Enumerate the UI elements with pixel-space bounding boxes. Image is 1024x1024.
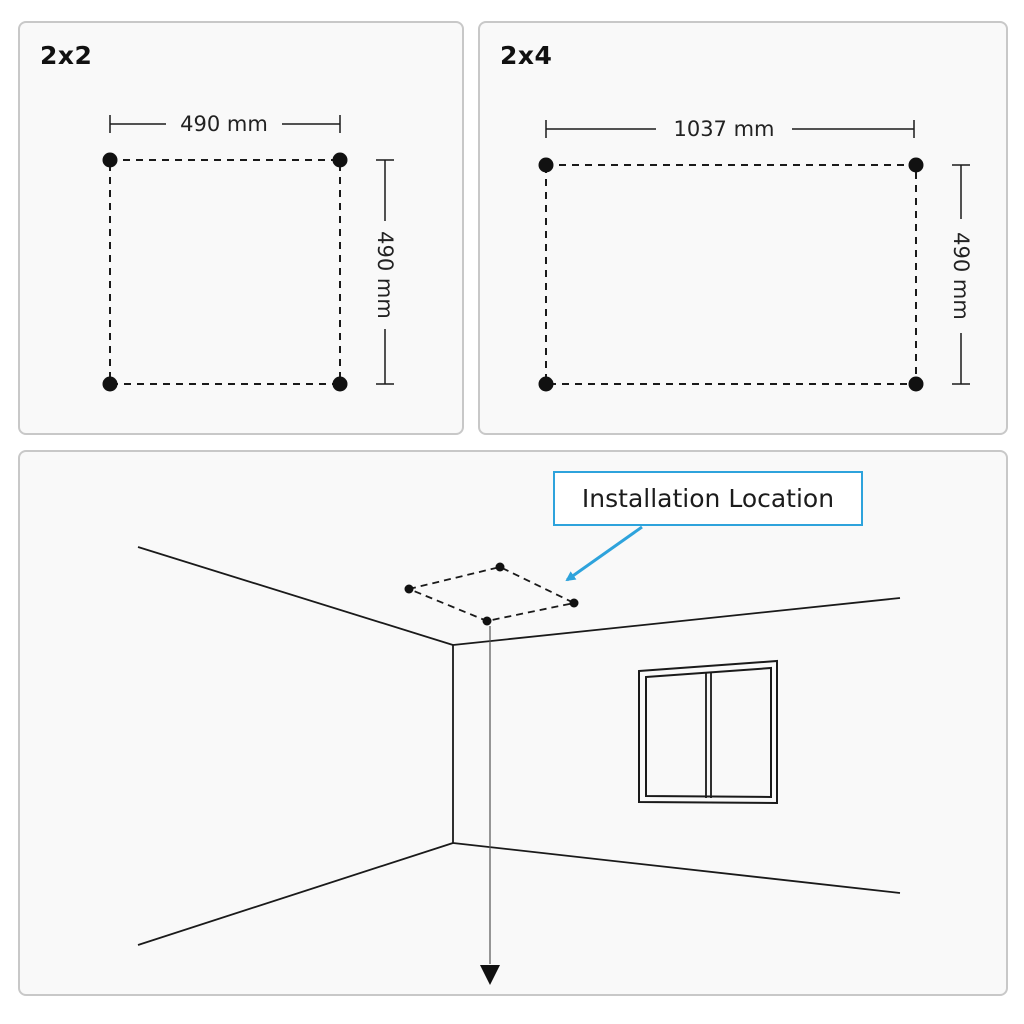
layout-2x2-width-dimension bbox=[109, 115, 341, 133]
layout-2x4-width-dimension bbox=[545, 120, 915, 138]
installation-callout-label: Installation Location bbox=[582, 484, 834, 513]
room-outline bbox=[137, 546, 901, 946]
ceiling-install-outline bbox=[406, 566, 577, 622]
ceiling-mount-point-right bbox=[569, 598, 579, 608]
layout-2x2-outline bbox=[109, 159, 341, 385]
callout-arrow-icon bbox=[565, 525, 643, 582]
ceiling-mount-point-bottom bbox=[482, 616, 492, 626]
mount-point-top-left bbox=[538, 157, 554, 173]
layout-2x4-title: 2x4 bbox=[500, 41, 553, 70]
mount-point-top-left bbox=[102, 152, 118, 168]
mount-point-bottom-right bbox=[332, 376, 348, 392]
room-installation-panel: Installation Location bbox=[18, 450, 1008, 996]
layout-2x4-width-label: 1037 mm bbox=[673, 117, 774, 141]
mount-point-bottom-left bbox=[538, 376, 554, 392]
mount-point-bottom-right bbox=[908, 376, 924, 392]
mount-point-top-right bbox=[908, 157, 924, 173]
floor-right-edge bbox=[452, 842, 901, 894]
floor-left-edge bbox=[137, 842, 454, 946]
layout-2x2-title: 2x2 bbox=[40, 41, 93, 70]
ceiling-mount-point-left bbox=[404, 584, 414, 594]
down-arrow-icon bbox=[480, 965, 500, 985]
layout-2x4-diagram: 1037 mm 490 mm bbox=[538, 117, 973, 392]
installation-callout-box bbox=[553, 471, 863, 526]
window bbox=[638, 659, 778, 805]
ceiling-left-edge bbox=[137, 546, 454, 646]
ceiling-right-edge bbox=[452, 597, 901, 646]
mount-point-top-right bbox=[332, 152, 348, 168]
mount-point-bottom-left bbox=[102, 376, 118, 392]
layout-2x2-height-dimension bbox=[376, 159, 394, 385]
window-outer-frame bbox=[638, 659, 778, 805]
layout-2x4-height-dimension bbox=[952, 164, 970, 385]
layout-2x4-height-label: 490 mm bbox=[949, 232, 973, 320]
layout-2x2-diagram: 490 mm 490 mm bbox=[102, 112, 397, 392]
room-diagram: Installation Location bbox=[137, 471, 901, 985]
layout-2x2-height-label: 490 mm bbox=[373, 231, 397, 319]
layout-2x4-outline bbox=[545, 164, 917, 385]
layout-2x4-panel: 2x4 1037 mm 490 mm bbox=[478, 21, 1008, 435]
window-inner-frame bbox=[645, 666, 772, 799]
layout-2x2-width-label: 490 mm bbox=[180, 112, 268, 136]
layout-2x2-panel: 2x2 490 mm 490 mm bbox=[18, 21, 464, 435]
ceiling-mount-point-top bbox=[495, 562, 505, 572]
